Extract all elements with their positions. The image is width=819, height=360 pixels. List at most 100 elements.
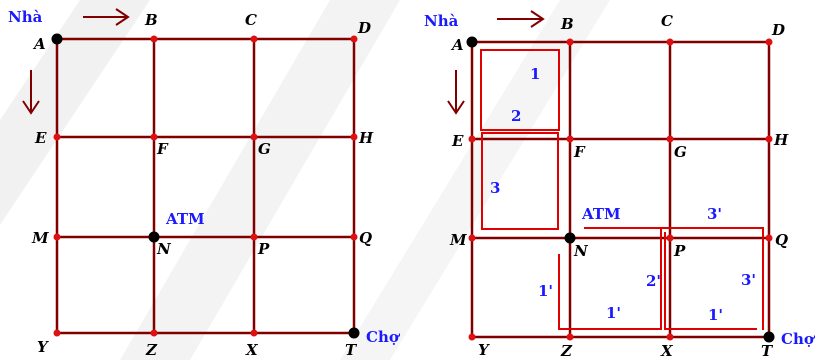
right-special-nodes <box>466 36 775 343</box>
left-special-nodes <box>51 33 360 339</box>
routes <box>480 49 764 330</box>
watermark-stripe <box>120 0 400 360</box>
node-F <box>150 133 158 141</box>
market-label: Chợ <box>781 330 816 348</box>
left-arrows <box>22 8 130 115</box>
right-place-labels: Nhà ATM Chợ <box>424 12 816 348</box>
watermark-stripe <box>0 0 150 225</box>
label-D: D <box>771 21 785 39</box>
watermark-stripe <box>340 0 610 360</box>
node-M <box>468 234 476 242</box>
node-E <box>53 133 61 141</box>
node-P <box>250 233 258 241</box>
route-label-3: 3 <box>490 179 500 197</box>
home-label: Nhà <box>8 8 43 26</box>
label-M: M <box>449 231 467 249</box>
right-arrow-icon <box>83 8 130 26</box>
node-M <box>53 233 61 241</box>
label-Q: Q <box>775 231 788 249</box>
node-F <box>566 135 574 143</box>
label-X: X <box>660 342 674 360</box>
route-1-prime-left <box>558 228 662 330</box>
route-label-1: 1 <box>530 65 540 83</box>
label-C: C <box>245 11 257 29</box>
down-arrow-icon <box>22 70 40 115</box>
node-G <box>250 133 258 141</box>
node-T-market <box>763 331 775 343</box>
right-nodes <box>468 38 773 341</box>
label-G: G <box>674 143 687 161</box>
label-P: P <box>257 240 270 258</box>
route-label-1-prime-bottom-a: 1' <box>606 304 621 322</box>
node-Z <box>150 329 158 337</box>
label-T: T <box>345 341 358 359</box>
label-Z: Z <box>560 342 573 360</box>
label-T: T <box>761 342 774 360</box>
market-label: Chợ <box>366 328 401 346</box>
node-Q <box>350 233 358 241</box>
node-B <box>566 38 574 46</box>
label-Y: Y <box>478 341 490 359</box>
node-N-atm <box>148 231 160 243</box>
route-label-3-prime-side: 3' <box>741 271 756 289</box>
label-B: B <box>144 11 158 29</box>
node-Y <box>468 333 476 341</box>
label-A: A <box>32 35 46 53</box>
label-X: X <box>245 341 259 359</box>
label-Y: Y <box>37 338 49 356</box>
label-M: M <box>31 229 49 247</box>
route-label-2-prime: 2' <box>646 272 661 290</box>
home-label: Nhà <box>424 12 459 30</box>
right-grid <box>470 40 771 339</box>
label-Z: Z <box>145 341 158 359</box>
label-D: D <box>357 19 371 37</box>
atm-label: ATM <box>581 205 621 223</box>
route-1 <box>480 49 560 131</box>
node-H <box>350 133 358 141</box>
label-P: P <box>673 242 686 260</box>
route-label-2: 2 <box>511 107 521 125</box>
route-3 <box>481 132 559 230</box>
route-label-3-prime-top: 3' <box>707 205 722 223</box>
label-N: N <box>573 242 589 260</box>
label-N: N <box>156 240 172 258</box>
node-T-market <box>348 327 360 339</box>
route-3-prime <box>584 227 764 330</box>
right-vertex-labels: A B C D E F G H M N P Q Y Z X T <box>449 12 789 360</box>
node-Y <box>53 329 61 337</box>
node-C <box>250 35 258 43</box>
right-arrows <box>447 10 545 115</box>
node-A-home <box>466 36 478 48</box>
route-2-prime <box>664 232 757 330</box>
node-G <box>666 135 674 143</box>
node-X <box>250 329 258 337</box>
label-E: E <box>34 129 47 147</box>
down-arrow-icon <box>447 70 465 115</box>
route-labels: 1 2 3 3' 3' 2' 1' 1' 1' <box>490 65 756 324</box>
node-H <box>765 135 773 143</box>
atm-label: ATM <box>165 210 205 228</box>
route-label-1-prime-left: 1' <box>538 282 553 300</box>
node-A-home <box>51 33 63 45</box>
label-A: A <box>450 36 464 54</box>
node-X <box>666 333 674 341</box>
node-D <box>350 35 358 43</box>
label-F: F <box>573 143 586 161</box>
left-vertex-labels: A B C D E F G H M N P Q Y Z X T <box>31 11 374 359</box>
label-G: G <box>258 140 271 158</box>
label-E: E <box>451 132 464 150</box>
watermark-stripes <box>0 0 610 360</box>
node-N-atm <box>564 232 576 244</box>
left-place-labels: Nhà ATM Chợ <box>8 8 401 346</box>
node-D <box>765 38 773 46</box>
label-B: B <box>560 15 574 33</box>
node-E <box>468 135 476 143</box>
node-P <box>666 234 674 242</box>
label-Q: Q <box>359 229 372 247</box>
label-H: H <box>773 131 789 149</box>
label-C: C <box>661 12 673 30</box>
right-arrow-icon <box>497 10 545 28</box>
route-label-1-prime-bottom-b: 1' <box>708 306 723 324</box>
left-nodes <box>53 35 358 337</box>
